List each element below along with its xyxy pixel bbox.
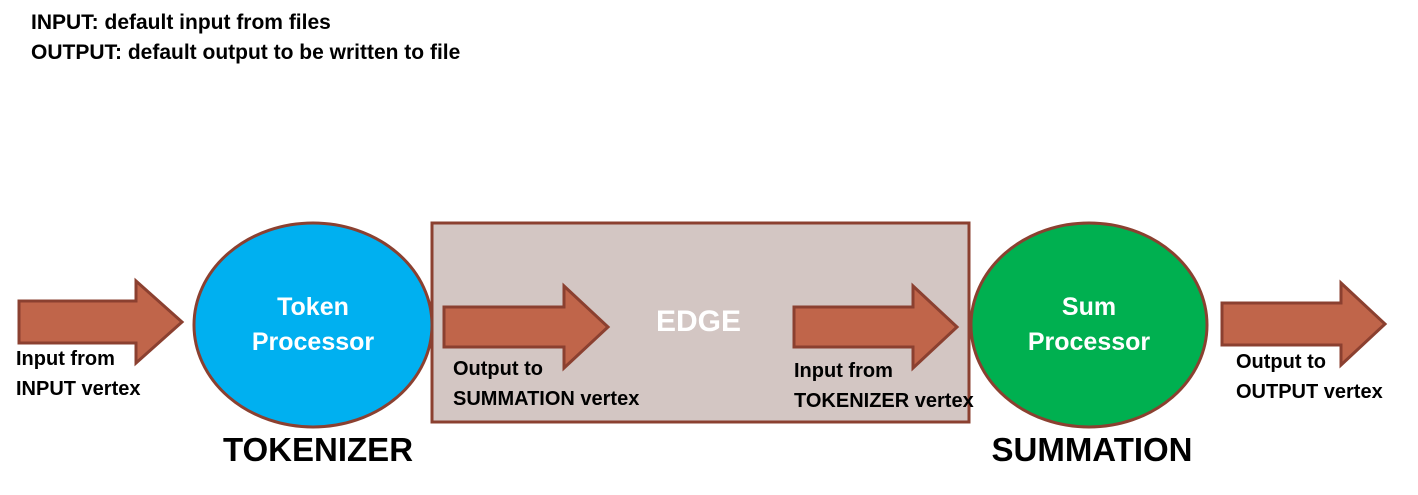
input-label-line2: INPUT vertex (16, 378, 141, 400)
token-processor-line2: Processor (251, 328, 375, 356)
input-arrow (17, 277, 185, 367)
tokenizer-output-label-line2: SUMMATION vertex (453, 388, 640, 410)
tokenizer-output-label: Output to SUMMATION vertex (453, 354, 639, 414)
sum-processor-label: Sum Processor (989, 290, 1189, 360)
legend-output-text: OUTPUT: default output to be written to … (31, 41, 461, 64)
summation-input-label-line1: Input from (794, 360, 893, 382)
summation-input-label-line2: TOKENIZER vertex (794, 390, 974, 412)
token-processor-label: Token Processor (213, 290, 413, 360)
summation-vertex-name: SUMMATION (991, 431, 1193, 468)
summation-input-arrow (792, 282, 960, 372)
tokenizer-output-arrow (442, 282, 611, 372)
summation-input-label: Input from TOKENIZER vertex (794, 356, 974, 416)
input-label: Input from INPUT vertex (16, 344, 141, 404)
output-label: Output to OUTPUT vertex (1236, 347, 1383, 407)
legend-input-text: INPUT: default input from files (31, 11, 331, 34)
sum-processor-line2: Processor (1027, 328, 1151, 356)
edge-title: EDGE (656, 305, 742, 338)
token-processor-node (192, 221, 434, 429)
output-label-line2: OUTPUT vertex (1236, 381, 1383, 403)
output-arrow (1220, 279, 1388, 369)
input-label-line1: Input from (16, 348, 115, 370)
output-label-line1: Output to (1236, 351, 1326, 373)
token-processor-line1: Token (277, 293, 349, 321)
tokenizer-output-label-line1: Output to (453, 358, 543, 380)
sum-processor-node (969, 221, 1209, 429)
sum-processor-line1: Sum (1061, 293, 1117, 321)
tokenizer-vertex-name: TOKENIZER (222, 431, 414, 468)
